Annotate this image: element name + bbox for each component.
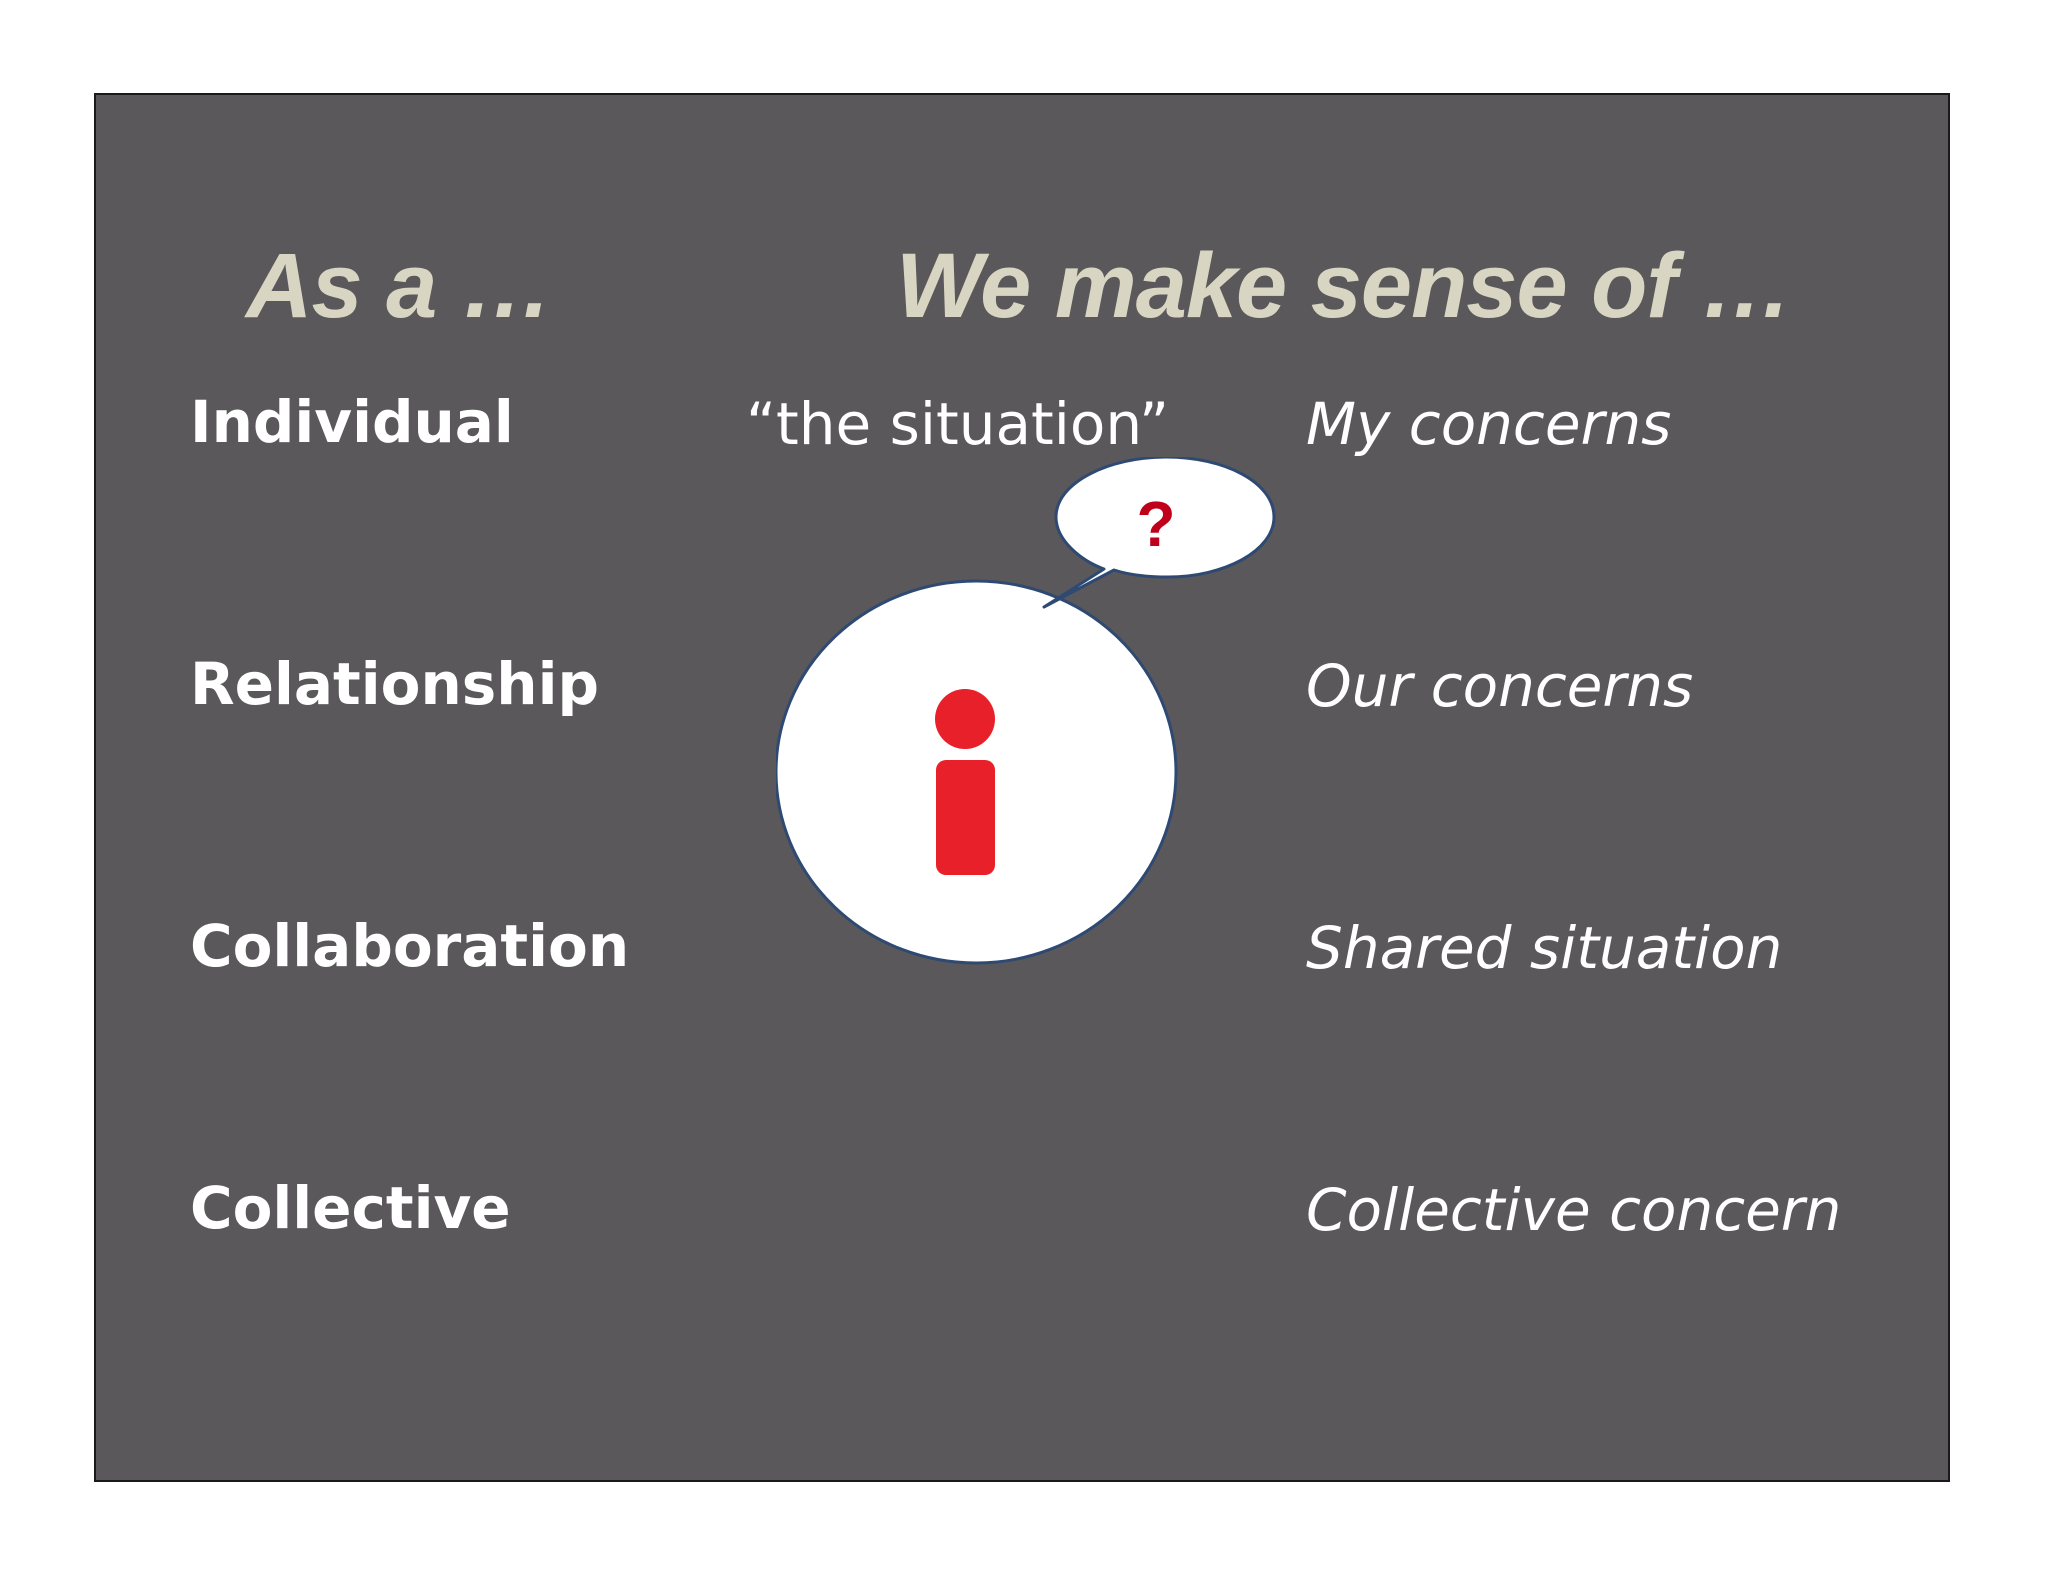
concern-collective: Collective concern [1306,1176,1842,1244]
heading-as-a: As a … [246,235,553,337]
slide-panel: As a … We make sense of … Individual Rel… [94,93,1950,1482]
question-mark-text: ? [1136,488,1175,560]
concern-collaboration: Shared situation [1306,914,1783,982]
concern-individual: My concerns [1306,390,1672,458]
info-person-icon: ? [774,455,1276,965]
info-person-head [935,689,995,749]
row-label-collective: Collective [190,1174,511,1242]
info-person-graphic: ? [774,455,1276,981]
concern-relationship: Our concerns [1306,652,1694,720]
row-label-relationship: Relationship [190,650,599,718]
question-speech-bubble: ? [1042,455,1276,609]
heading-make-sense: We make sense of … [896,235,1793,337]
row-label-collaboration: Collaboration [190,912,630,980]
situation-label: “the situation” [746,390,1170,458]
row-label-individual: Individual [190,388,514,456]
info-person-body [936,760,995,875]
